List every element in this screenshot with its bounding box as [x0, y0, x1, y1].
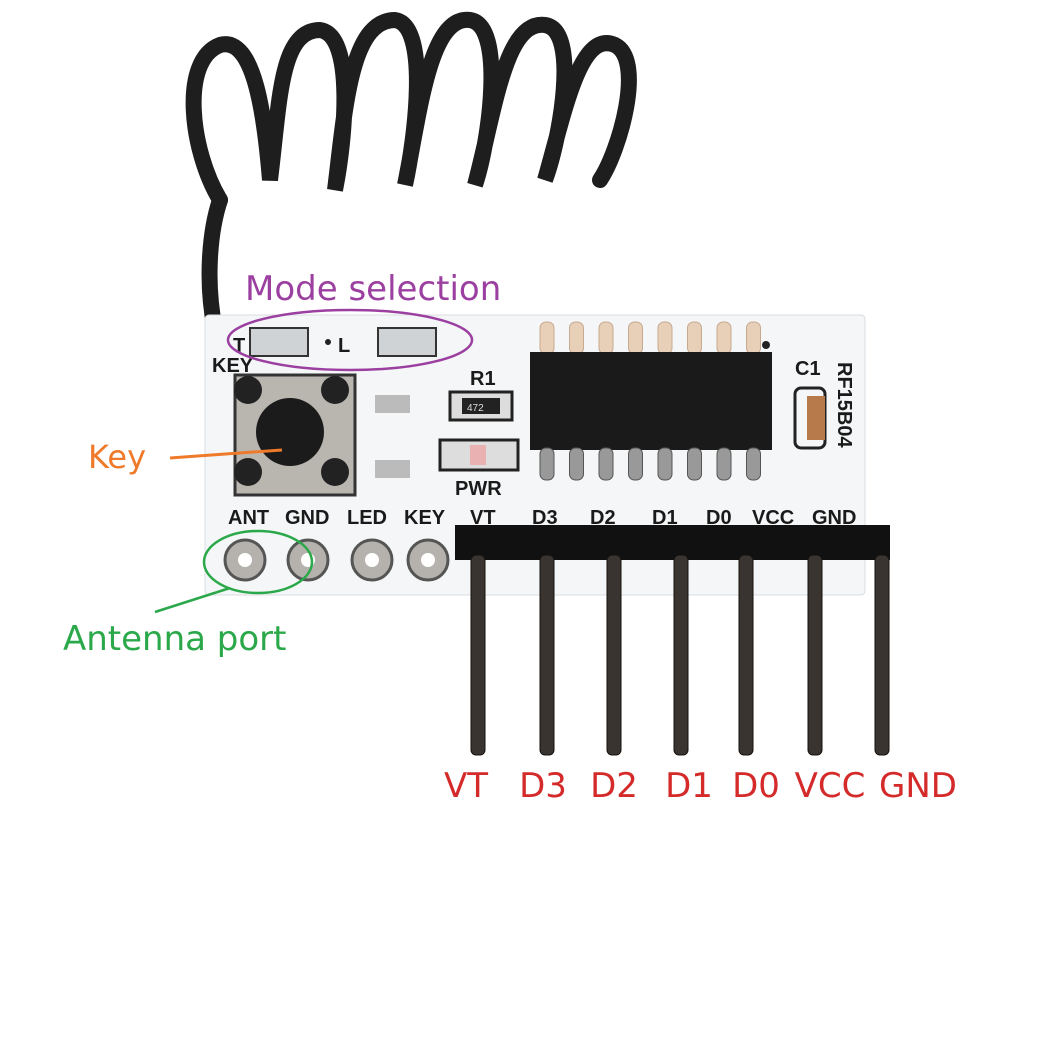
header-pin [874, 554, 890, 756]
r1-silk: R1 [470, 368, 496, 390]
pin-label: GND [879, 766, 957, 806]
bottom-silk-label: KEY [404, 507, 446, 529]
header-silk-label: D3 [532, 507, 558, 529]
ic-pin [746, 321, 761, 355]
header-pin [539, 554, 555, 756]
model-silk: RF15B04 [833, 362, 855, 448]
hole-center [421, 553, 435, 567]
header-pin [606, 554, 622, 756]
ic-chip [530, 321, 772, 481]
ic-pin [746, 447, 761, 481]
spring-antenna [185, 11, 637, 338]
ic-pin [687, 447, 702, 481]
header-silk-label: D0 [706, 507, 732, 529]
c1-silk: C1 [795, 358, 821, 380]
r1-value: 472 [467, 403, 484, 414]
header-pin [738, 554, 754, 756]
pin-label: D3 [519, 766, 567, 806]
antenna-port-label: Antenna port [63, 619, 287, 659]
ic-pin [539, 321, 555, 355]
pin-label: D2 [590, 766, 638, 806]
header-pin [470, 554, 486, 756]
ic-pin [569, 321, 584, 355]
header-silk-label: D2 [590, 507, 616, 529]
header-silk-label: GND [812, 507, 856, 529]
header-pin [807, 554, 823, 756]
ic-pin [716, 321, 732, 355]
hole-center [365, 553, 379, 567]
ic-pin [539, 447, 555, 481]
pwr-silk: PWR [455, 478, 502, 500]
header-silk-label: VCC [752, 507, 794, 529]
ic-pin [657, 321, 673, 355]
pin-header [455, 525, 890, 560]
pin-label: VCC [795, 766, 866, 806]
ic-pin [628, 321, 643, 355]
ic-pin [598, 321, 614, 355]
ic-pin [716, 447, 732, 481]
bottom-silk-label: GND [285, 507, 329, 529]
mode-l-silk: L [338, 335, 350, 357]
antenna-port-ellipse [202, 529, 314, 595]
ic-pin [628, 447, 643, 481]
bottom-silk-label: ANT [228, 507, 269, 529]
hole-center [238, 553, 252, 567]
ic-pin [598, 447, 614, 481]
key-label: Key [88, 438, 146, 476]
bottom-silk-label: LED [347, 507, 387, 529]
header-pin [673, 554, 689, 756]
pin-label: D0 [732, 766, 780, 806]
pin-label: VT [444, 766, 488, 806]
ic-pin [569, 447, 584, 481]
mode-selection-ellipse [226, 308, 474, 372]
pin-label: D1 [665, 766, 713, 806]
header-silk-label: VT [470, 507, 496, 529]
header-silk-label: D1 [652, 507, 678, 529]
key-silk: KEY [212, 355, 254, 377]
ic-pin [657, 447, 673, 481]
ic-pin [687, 321, 702, 355]
mode-selection-label: Mode selection [245, 269, 501, 309]
